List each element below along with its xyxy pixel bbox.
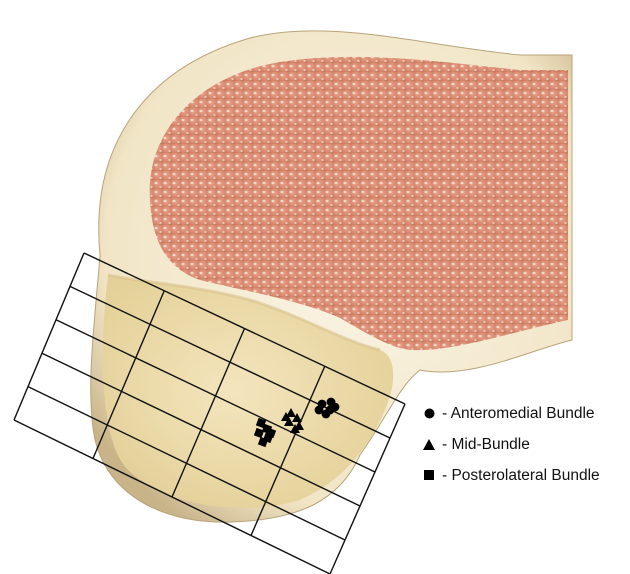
legend-label: - Anteromedial Bundle (442, 405, 595, 423)
legend-label: - Posterolateral Bundle (442, 467, 600, 485)
legend-item-posterolateral: - Posterolateral Bundle (422, 460, 628, 491)
legend-label: - Mid-Bundle (442, 436, 530, 454)
triangle-marker-icon (422, 438, 436, 452)
legend: - Anteromedial Bundle - Mid-Bundle - Pos… (422, 398, 628, 491)
legend-item-anteromedial: - Anteromedial Bundle (422, 398, 628, 429)
legend-item-mid: - Mid-Bundle (422, 429, 628, 460)
circle-marker-icon (422, 407, 436, 421)
anteromedial-marker (315, 406, 324, 415)
anteromedial-marker (327, 398, 336, 407)
square-marker-icon (422, 469, 436, 483)
grid-line-vertical (14, 253, 84, 420)
